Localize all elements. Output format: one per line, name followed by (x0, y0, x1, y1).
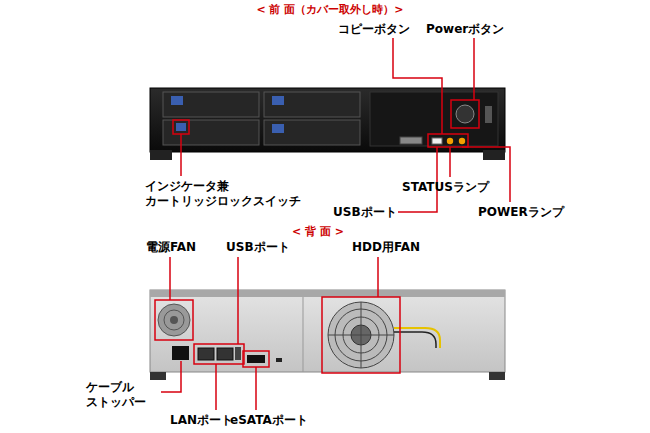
leader-lines (161, 257, 378, 410)
callout-label: STATUSランプ (402, 180, 489, 195)
callout-label: Powerボタン (426, 22, 504, 37)
callout-label: 電源FAN (146, 240, 196, 255)
highlight-boxes (173, 100, 479, 147)
callout-label: USBポート (333, 205, 397, 220)
highlight-boxes (155, 297, 400, 373)
callout-label: LANポート (170, 413, 233, 428)
callout-label: コピーボタン (338, 22, 410, 37)
callout-label: USBポート (226, 240, 290, 255)
section-heading: < 背 面 > (292, 224, 344, 239)
leader-lines (181, 38, 510, 212)
rear-chassis (150, 290, 505, 380)
callout-label: ケーブル ストッパー (86, 380, 158, 410)
callout-label: HDD用FAN (352, 240, 420, 255)
callout-label: インジケータ兼 カートリッジロックスイッチ (145, 179, 315, 209)
front-chassis (150, 88, 505, 160)
callout-label: POWERランプ (478, 205, 564, 220)
callout-label: eSATAポート (230, 413, 308, 428)
section-heading: < 前 面（カバー取外し時）> (256, 2, 403, 17)
